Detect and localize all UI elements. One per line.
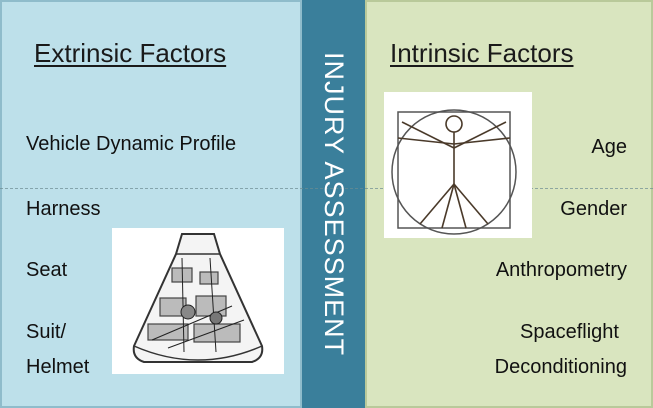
injury-assessment-band: INJURY ASSESSMENT [302, 0, 365, 408]
extrinsic-item-vehicle: Vehicle Dynamic Profile [26, 133, 236, 156]
intrinsic-title: Intrinsic Factors [390, 38, 574, 69]
intrinsic-item-spaceflight: Spaceflight [520, 321, 619, 344]
extrinsic-item-suit: Suit/ [26, 321, 66, 344]
intrinsic-item-deconditioning: Deconditioning [495, 356, 627, 379]
intrinsic-item-gender: Gender [560, 198, 627, 221]
extrinsic-title: Extrinsic Factors [34, 38, 226, 69]
extrinsic-item-harness: Harness [26, 198, 100, 221]
intrinsic-item-age: Age [591, 136, 627, 159]
injury-assessment-label: INJURY ASSESSMENT [318, 52, 349, 356]
vitruvian-man-illustration [384, 92, 532, 238]
intrinsic-item-anthropometry: Anthropometry [496, 259, 627, 282]
extrinsic-item-seat: Seat [26, 259, 67, 282]
capsule-illustration [112, 228, 284, 374]
extrinsic-item-helmet: Helmet [26, 356, 89, 379]
